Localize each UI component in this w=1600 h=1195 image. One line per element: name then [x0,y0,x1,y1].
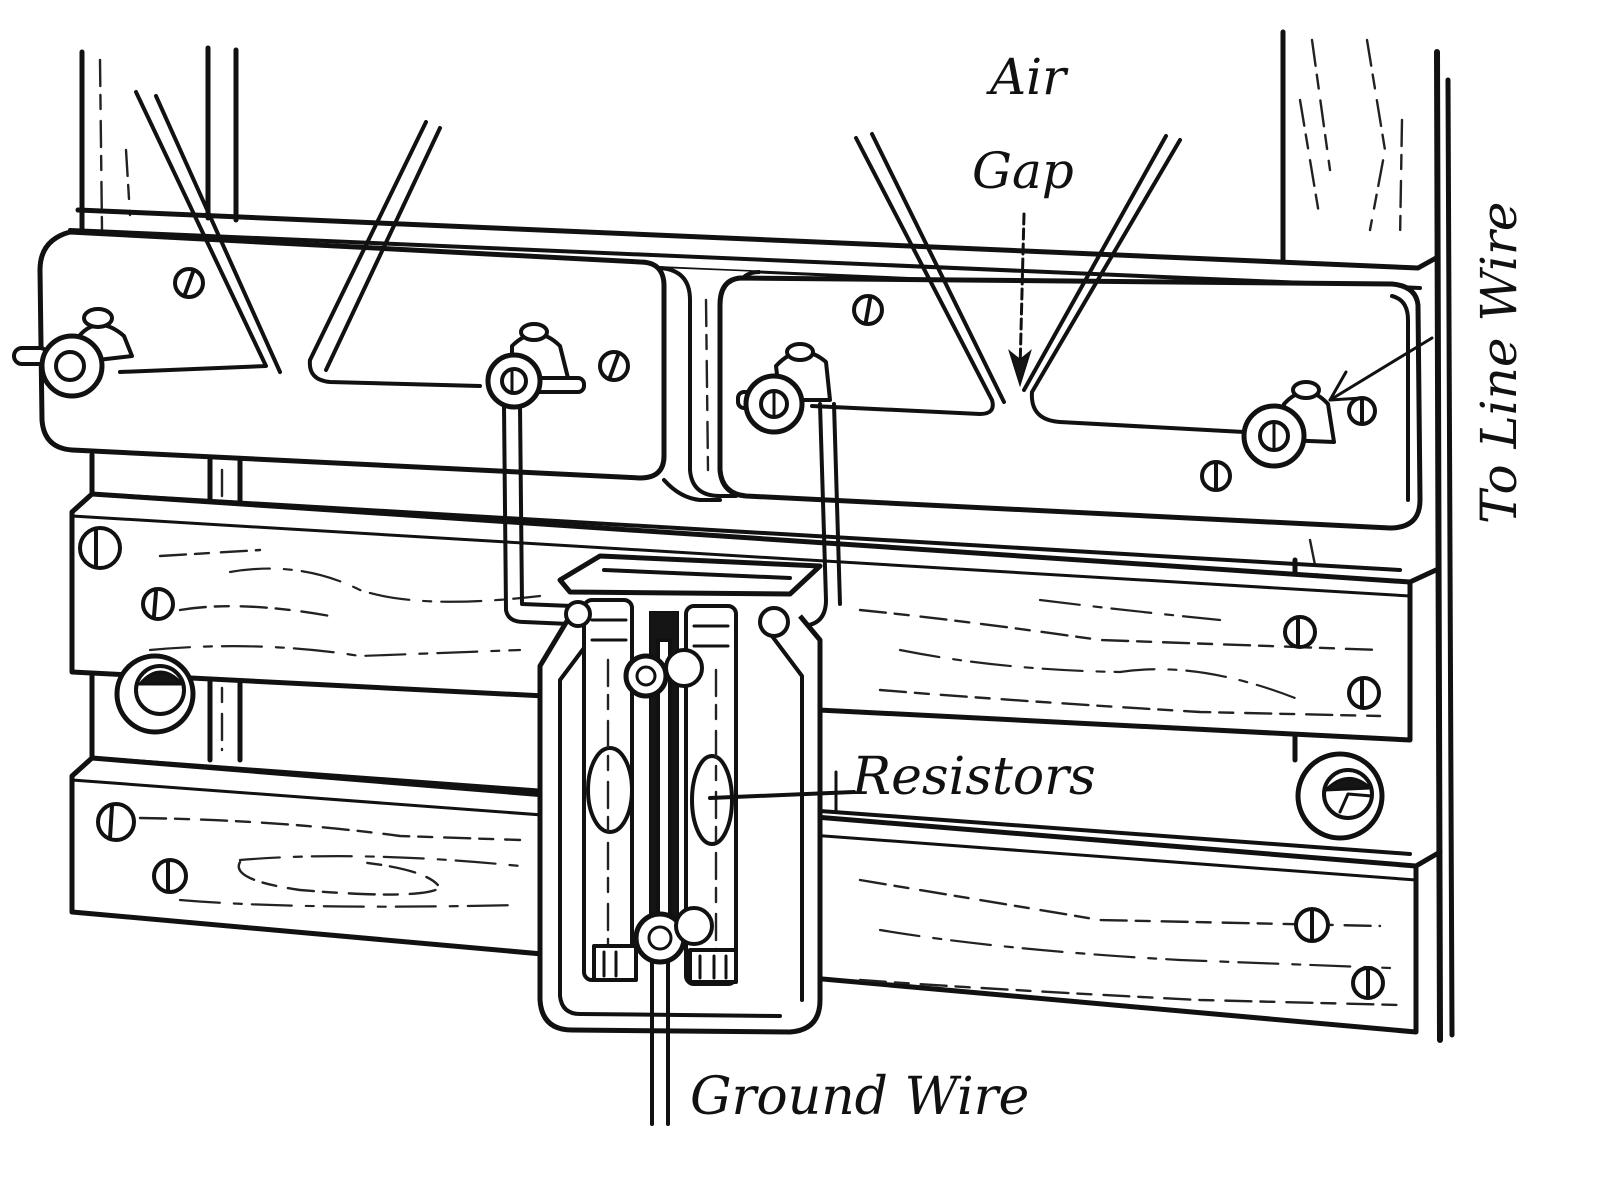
insulator-bolt-right [1295,751,1385,841]
screw-icon [152,858,188,894]
screw-icon [173,267,205,299]
ground-wire [650,960,670,1126]
terminal-right [1241,380,1336,469]
leader-line-icon [708,770,856,812]
ground-wire-label: Ground Wire [690,1067,1029,1127]
arrow-down-icon [1008,212,1032,388]
screw-icon [1347,676,1381,710]
screw-icon [852,294,884,326]
arrow-down-left-icon [1328,336,1434,402]
right-post [1280,29,1455,1043]
screw-icon [1351,966,1385,1000]
screw-icon [1283,615,1317,649]
screw-icon [1347,396,1377,426]
air-gap-label-line2: Gap [972,142,1074,200]
plate-screws [173,267,1377,492]
to-line-wire-label: To Line Wire [1470,202,1528,524]
horn-wires [118,90,1246,434]
base-plate-right [717,275,1423,531]
screw-icon [1294,907,1330,943]
terminal-center-left [485,322,586,410]
resistors-label: Resistors [851,747,1096,807]
insulator-bolt-left [114,653,196,735]
screw-icon [96,802,136,842]
screw-icon [598,350,630,382]
resistor-housing [537,553,823,1035]
terminal-left [12,307,134,399]
screw-icon [1200,460,1232,492]
lead-wires [502,402,842,628]
air-gap-label-line1: Air [986,48,1069,106]
screw-icon [78,526,122,570]
screw-icon [141,587,175,621]
terminal-center-right [736,342,832,435]
